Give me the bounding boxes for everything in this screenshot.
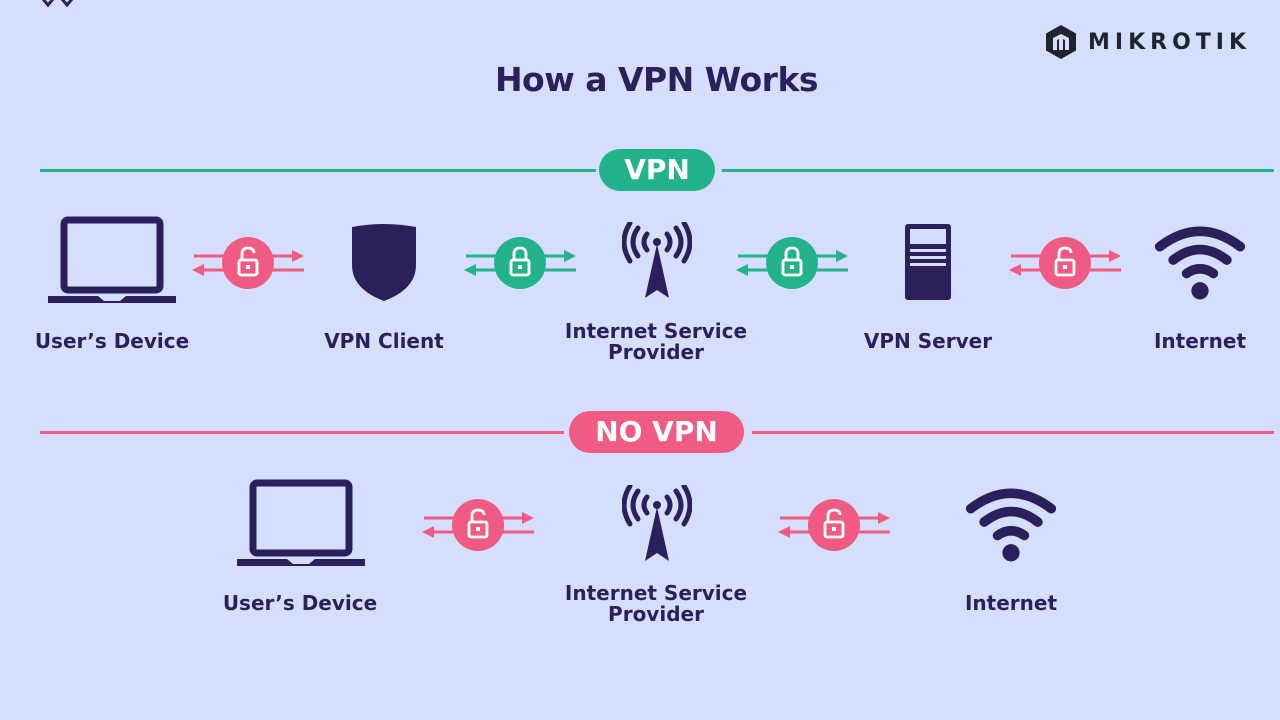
node-label-users-device: User’s Device: [222, 591, 378, 615]
antenna-tower-icon: [622, 485, 692, 565]
vpn-badge: VPN: [599, 149, 715, 191]
node-label-isp: Internet Service Provider: [564, 581, 748, 626]
node-label-isp: Internet Service Provider: [564, 319, 748, 364]
wifi-icon: [963, 484, 1059, 564]
novpn-badge: NO VPN: [569, 411, 744, 453]
vpn-divider-right: [722, 169, 1274, 172]
locked-padlock-icon: [732, 235, 852, 291]
unlocked-padlock-icon: [188, 235, 308, 291]
node-label-vpn-server: VPN Server: [863, 329, 993, 353]
novpn-divider-right: [752, 431, 1274, 434]
shield-icon: [349, 223, 419, 303]
server-icon: [903, 222, 953, 302]
laptop-icon: [42, 216, 182, 306]
wifi-icon: [1152, 222, 1248, 302]
node-label-internet: Internet: [1153, 329, 1247, 353]
brand-logo: MIKROTIK: [1044, 24, 1251, 60]
laptop-icon: [231, 479, 371, 569]
vpn-divider-left: [40, 169, 596, 172]
unlocked-padlock-icon: [418, 497, 538, 553]
node-label-internet: Internet: [964, 591, 1058, 615]
brand-name: MIKROTIK: [1088, 29, 1252, 55]
page-title: How a VPN Works: [494, 60, 819, 99]
unlocked-padlock-icon: [774, 497, 894, 553]
unlocked-padlock-icon: [1005, 235, 1125, 291]
node-label-vpn-client: VPN Client: [324, 329, 444, 353]
antenna-tower-icon: [622, 222, 692, 302]
locked-padlock-icon: [460, 235, 580, 291]
novpn-divider-left: [40, 431, 564, 434]
node-label-users-device: User’s Device: [34, 329, 190, 353]
corner-chevron-icon: [40, 0, 80, 13]
mikrotik-logo-icon: [1046, 25, 1076, 59]
